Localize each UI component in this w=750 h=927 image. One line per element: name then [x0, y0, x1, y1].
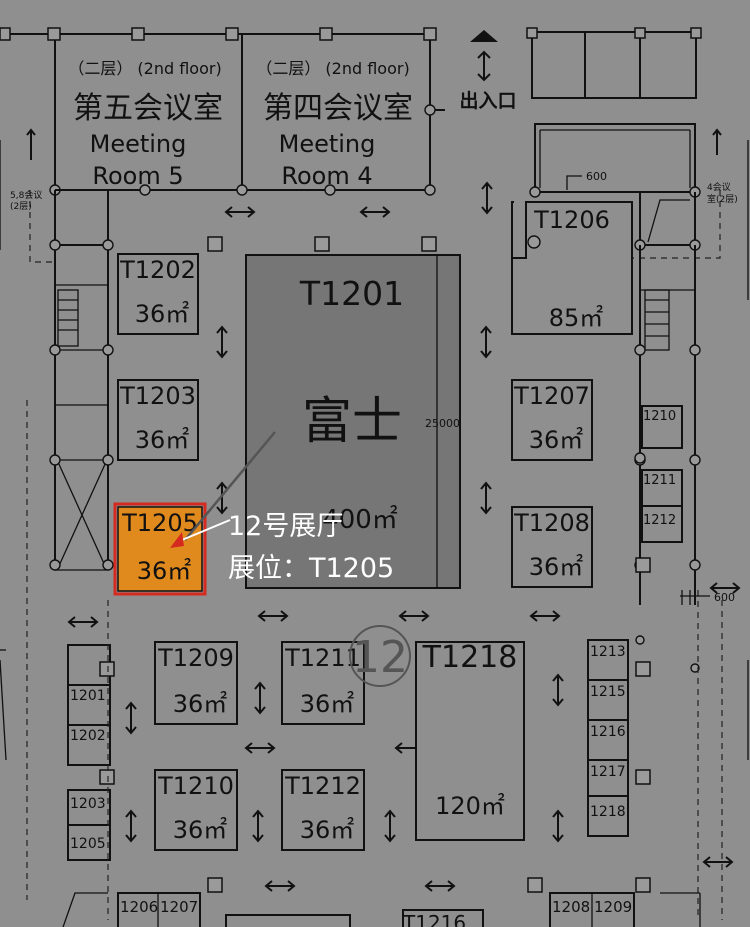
- small-booth-label: 1215: [590, 684, 626, 700]
- room4-name-en-1: Meeting: [279, 130, 376, 158]
- side-note-left-1: 5,8会议: [10, 189, 42, 201]
- small-booth-label: 1202: [70, 728, 106, 744]
- main-booth-t1201[interactable]: T1201 富士 400㎡ 25000: [245, 254, 461, 589]
- side-notes: 5,8会议 (2层) 4会议 室(2层) 600 600: [10, 128, 738, 605]
- booth-t1209[interactable]: T1209 36㎡: [154, 641, 238, 725]
- booth-t1205[interactable]: T1205 36㎡: [113, 502, 207, 596]
- small-booth-label: 1217: [590, 764, 626, 780]
- booth-area: 36㎡: [135, 300, 190, 328]
- booth-id: T1203: [119, 382, 196, 410]
- booth-t1211[interactable]: T1211 36㎡: [281, 641, 365, 725]
- small-booth-label: 1216: [590, 724, 626, 740]
- main-booth-name: 富士: [302, 392, 402, 450]
- bottom-label-1209: 1209: [594, 898, 632, 916]
- booth-t1208[interactable]: T1208 36㎡: [511, 506, 593, 588]
- bottom-label-1208: 1208: [552, 898, 590, 916]
- booth-id: T1211: [284, 644, 361, 672]
- meeting-room-4: （二层） (2nd floor) 第四会议室 Meeting Room 4: [256, 59, 413, 190]
- booth-area: 120㎡: [435, 792, 505, 820]
- small-booth-label: 1203: [70, 796, 106, 812]
- room5-name-en-1: Meeting: [90, 130, 187, 158]
- small-booth-label: 1205: [70, 836, 106, 852]
- booth-id: T1212: [284, 772, 361, 800]
- left-small-booths: [67, 644, 111, 861]
- callout-line-hall: 12号展厅: [228, 511, 344, 542]
- dimension-25000: 25000: [425, 417, 460, 430]
- dashed-aisles: [26, 400, 723, 920]
- room5-floor-note: （二层） (2nd floor): [68, 59, 221, 78]
- small-booth-label: 1218: [590, 804, 626, 820]
- booth-area: 36㎡: [173, 690, 228, 718]
- booth-area: 85㎡: [549, 304, 604, 332]
- booth-area: 36㎡: [135, 426, 190, 454]
- exit-label: 出入口: [459, 89, 516, 112]
- small-booth-label: 1213: [590, 644, 626, 660]
- right-small-booths: [587, 405, 683, 837]
- booth-t1206[interactable]: T1206 85㎡: [511, 200, 633, 335]
- small-booth-label: 1211: [643, 473, 676, 488]
- booth-t1212[interactable]: T1212 36㎡: [281, 769, 365, 851]
- meeting-room-5: （二层） (2nd floor) 第五会议室 Meeting Room 5: [68, 59, 223, 190]
- booth-t1218[interactable]: T1218 120㎡: [415, 640, 525, 841]
- dimension-600-right: 600: [714, 591, 735, 604]
- side-note-left-2: (2层): [10, 201, 32, 212]
- booth-t1210[interactable]: T1210 36㎡: [154, 769, 238, 851]
- booth-id: T1207: [513, 382, 590, 410]
- main-booth-area: 400㎡: [322, 505, 398, 535]
- booth-area: 36㎡: [173, 816, 228, 844]
- booth-id: T1208: [513, 509, 590, 537]
- exit-arrow-icon: [470, 30, 498, 82]
- booth-area: 36㎡: [300, 816, 355, 844]
- booth-id: T1210: [157, 772, 234, 800]
- booth-id: T1206: [533, 206, 610, 234]
- booth-area: 36㎡: [529, 553, 584, 581]
- small-booth-label: 1210: [643, 409, 676, 424]
- hall-number: 12: [352, 632, 408, 683]
- small-booth-label: 1201: [70, 688, 106, 704]
- small-booth-label: 1212: [643, 513, 676, 528]
- meeting-room-block: [0, 27, 445, 196]
- booth-id: T1209: [157, 644, 234, 672]
- callout-line-booth: 展位：T1205: [228, 553, 395, 584]
- booth-id: T1205: [121, 509, 198, 537]
- callout-text: 12号展厅 展位：T1205: [228, 506, 394, 590]
- booth-id: T1218: [422, 640, 518, 675]
- booth-t1203[interactable]: T1203 36㎡: [117, 379, 199, 461]
- hall-number-badge: 12: [349, 625, 411, 687]
- room5-name-en-2: Room 5: [92, 162, 183, 190]
- bottom-label-1207: 1207: [160, 898, 198, 916]
- booth-id: T1202: [119, 256, 196, 284]
- booth-t1202[interactable]: T1202 36㎡: [117, 253, 199, 335]
- bottom-booths: 1206 1207 1208 1209 T1216: [62, 892, 701, 927]
- room4-floor-note: （二层） (2nd floor): [256, 59, 409, 78]
- side-note-right-1: 4会议: [707, 181, 731, 193]
- room4-name-cn: 第四会议室: [263, 91, 413, 126]
- side-note-right-2: 室(2层): [707, 193, 738, 205]
- square-columns: [99, 236, 700, 893]
- callout-pointer: [170, 431, 276, 548]
- booth-area: 36㎡: [300, 690, 355, 718]
- booth-t1207[interactable]: T1207 36㎡: [511, 379, 593, 461]
- room5-name-cn: 第五会议室: [73, 91, 223, 126]
- bottom-label-1206: 1206: [120, 898, 158, 916]
- dimension-600-top: 600: [586, 170, 607, 183]
- bottom-label-t1216: T1216: [402, 911, 466, 927]
- aisle-arrows: [67, 181, 741, 892]
- room4-name-en-2: Room 4: [281, 162, 372, 190]
- small-booth-labels: 1201 1202 1203 1205 1210 1211 1212 1213 1215 1216…: [70, 409, 676, 852]
- booth-layer: T1202 36㎡ T1203 36㎡ T1205 36㎡ T1206 85㎡ T1207 36㎡…: [113, 200, 633, 851]
- main-booth-id: T1201: [299, 274, 404, 313]
- left-wall: [0, 140, 114, 761]
- booth-area: 36㎡: [137, 557, 192, 585]
- booth-area: 36㎡: [529, 426, 584, 454]
